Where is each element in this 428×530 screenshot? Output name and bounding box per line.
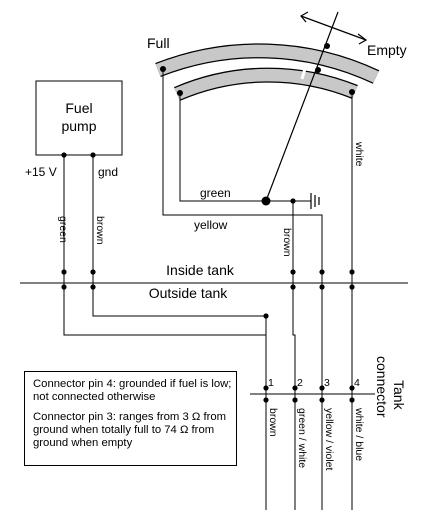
wiper-contact-outer [324, 43, 330, 49]
pin-number-1: 1 [268, 377, 274, 389]
wire-yellow-inside [162, 69, 323, 510]
label-inside-tank: Inside tank [166, 262, 235, 278]
label-empty: Empty [367, 42, 407, 58]
tank-connector-label-line1: Tank [391, 380, 407, 411]
tank-connector-label-line2: connector [374, 356, 390, 418]
pin-wire-label-1: brown [267, 408, 279, 437]
label-full: Full [147, 35, 170, 51]
pin-wire-label-3: yellow / violet [323, 408, 335, 471]
inner-arc-gap [300, 64, 308, 80]
wiper-motion-arrow [300, 11, 368, 45]
wire-pump-plus15v [63, 155, 267, 510]
connector-notes-box: Connector pin 4: grounded if fuel is low… [24, 371, 237, 466]
label-brown-inner: brown [281, 228, 293, 257]
pin-number-3: 3 [324, 377, 330, 389]
fuel-pump-box [35, 80, 123, 156]
label-plus15v: +15 V [25, 165, 57, 179]
label-yellow-horizontal: yellow [194, 218, 228, 232]
wiper-contact-inner [315, 67, 321, 73]
label-green-horizontal: green [200, 186, 231, 200]
wire-green-inside [179, 93, 266, 202]
pin-wire-label-2: green / white [296, 408, 308, 468]
fuel-pump-label-line2: pump [61, 118, 96, 134]
wire-pump-gnd [92, 155, 266, 317]
label-gnd: gnd [98, 165, 118, 179]
pin-wire-label-4: white / blue [353, 407, 365, 461]
wiper-arm [261, 11, 339, 206]
pin-number-2: 2 [297, 377, 303, 389]
resistor-arcs [155, 43, 380, 101]
label-white-inner: white [353, 141, 365, 167]
fuel-pump-label-line1: Fuel [65, 100, 92, 116]
label-green-vertical: green [57, 216, 69, 243]
label-outside-tank: Outside tank [149, 285, 229, 301]
note-pin3: Connector pin 3: ranges from 3 Ω from gr… [33, 411, 227, 449]
label-brown-vertical: brown [94, 216, 106, 245]
pin-number-4: 4 [354, 377, 360, 389]
junction-dots [61, 152, 355, 403]
ground-symbol [310, 193, 320, 209]
wiring [63, 69, 353, 510]
note-pin4: Connector pin 4: grounded if fuel is low… [33, 378, 232, 403]
